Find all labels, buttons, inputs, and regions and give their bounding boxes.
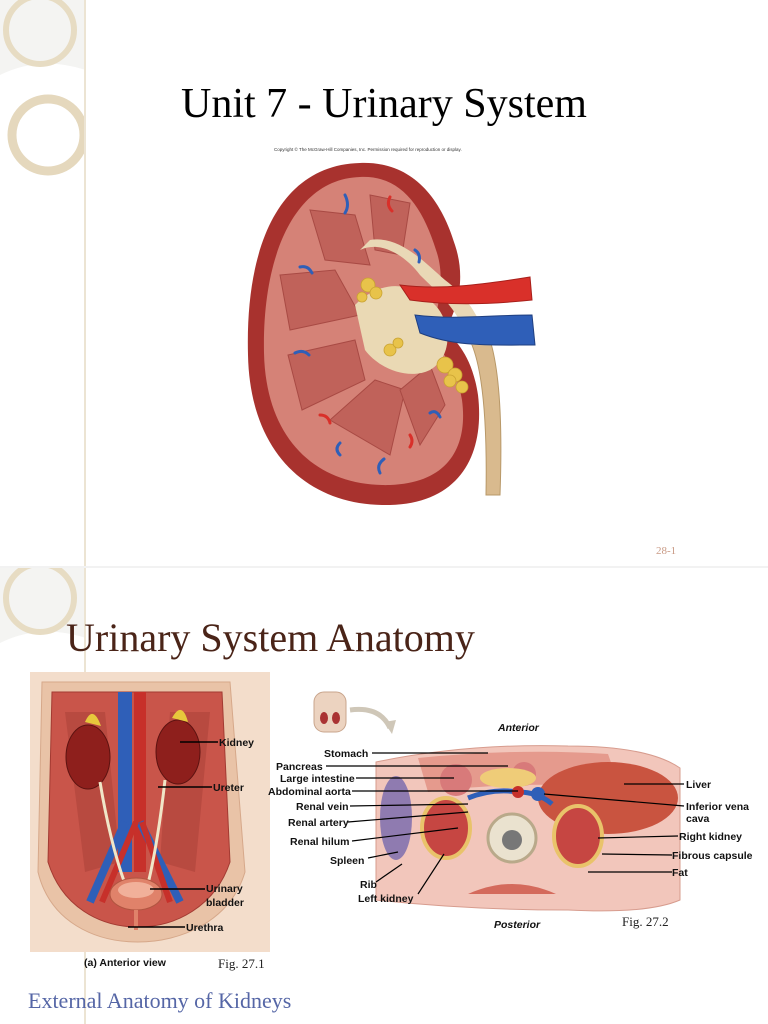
figure-anterior-view: Kidney Ureter Urinary bladder Urethra (a…: [30, 672, 270, 969]
label-stomach: Stomach: [324, 748, 368, 760]
label-cava: cava: [686, 813, 710, 825]
label-anterior-view: (a) Anterior view: [84, 957, 167, 969]
rail-line: [84, 0, 86, 568]
figure-cross-section: Anterior Stomach Pancreas Large intestin…: [268, 691, 753, 931]
label-large-intestine: Large intestine: [280, 773, 355, 785]
label-right-kidney: Right kidney: [679, 831, 742, 843]
label-urinary: Urinary: [206, 883, 243, 895]
label-bladder: bladder: [206, 897, 244, 909]
label-renal-artery: Renal artery: [288, 817, 349, 829]
label-rib: Rib: [360, 879, 377, 891]
label-renal-vein: Renal vein: [296, 801, 349, 813]
label-anterior: Anterior: [497, 722, 540, 734]
label-inferior-vena: Inferior vena: [686, 801, 749, 813]
slide-title: Urinary System Anatomy: [66, 615, 475, 660]
decorative-rings: [0, 568, 86, 643]
label-renal-hilum: Renal hilum: [290, 836, 350, 848]
label-abdominal-aorta: Abdominal aorta: [268, 786, 351, 798]
label-spleen: Spleen: [330, 855, 364, 867]
slide-number: 28-1: [656, 545, 677, 557]
label-posterior: Posterior: [494, 919, 541, 931]
label-left-kidney: Left kidney: [358, 893, 414, 905]
label-pancreas: Pancreas: [276, 761, 323, 773]
kidney-illustration: [247, 162, 536, 506]
slide-1: Unit 7 - Urinary System Copyright © The …: [0, 0, 677, 568]
copyright-notice: Copyright © The McGraw-Hill Companies, I…: [274, 147, 462, 152]
label-liver: Liver: [686, 779, 711, 791]
label-fat: Fat: [672, 867, 688, 879]
label-kidney: Kidney: [219, 737, 254, 749]
label-fibrous-capsule: Fibrous capsule: [672, 850, 753, 862]
fig-caption-1: Fig. 27.1: [218, 956, 265, 971]
label-urethra: Urethra: [186, 922, 224, 934]
slide-title: Unit 7 - Urinary System: [181, 81, 587, 127]
next-slide-heading: External Anatomy of Kidneys: [28, 988, 292, 1013]
label-ureter: Ureter: [213, 782, 244, 794]
fig-caption-2: Fig. 27.2: [622, 914, 669, 929]
